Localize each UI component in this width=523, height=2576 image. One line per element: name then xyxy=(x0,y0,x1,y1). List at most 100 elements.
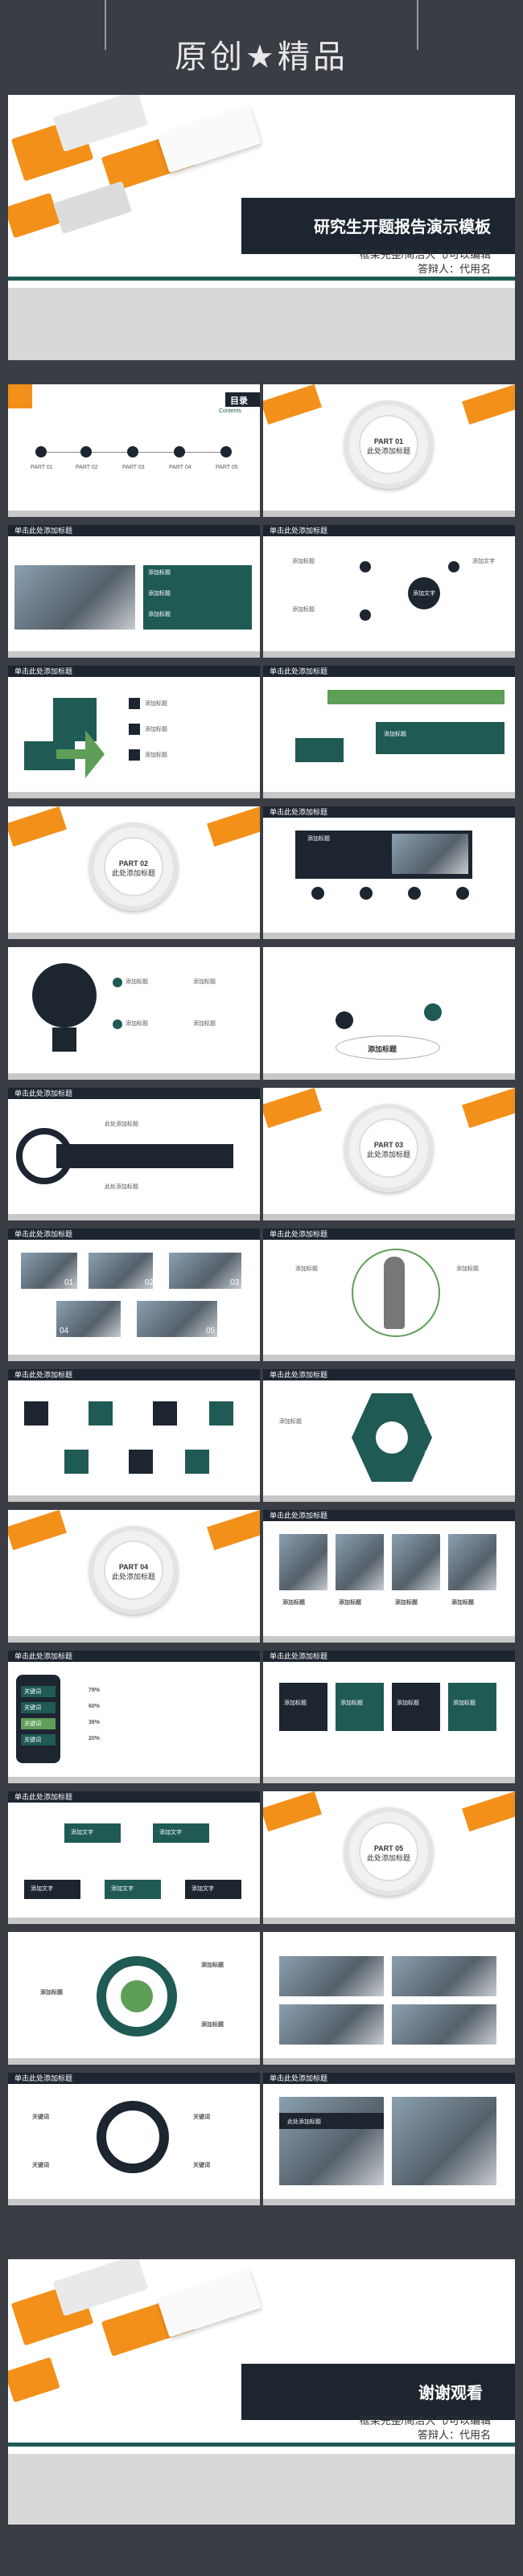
card-photo xyxy=(336,1534,384,1590)
slide-footer xyxy=(263,2058,515,2065)
phone-item-label: 关键词 xyxy=(24,1689,41,1695)
slide-pillars[interactable]: 单击此处添加标题 添加标题 添加标题 添加标题 添加标题 xyxy=(263,1651,515,1783)
target-caption: 此处添加标题 xyxy=(105,1184,138,1190)
phone-item xyxy=(21,1702,56,1713)
node-label: 添加标题 xyxy=(292,559,315,564)
icon-circle xyxy=(360,887,373,900)
grid-photo xyxy=(169,1253,241,1289)
end-grey-block xyxy=(52,2259,149,2316)
toc-part: PART 03 xyxy=(122,465,145,470)
part-subtitle: 此处添加标题 xyxy=(366,447,410,455)
slide-footer xyxy=(8,792,260,798)
list-marker xyxy=(129,724,140,735)
icon-circle xyxy=(311,887,324,900)
slide-header: 单击此处添加标题 xyxy=(263,666,515,677)
part-subtitle: 此处添加标题 xyxy=(366,1151,410,1159)
office-photo xyxy=(279,2097,384,2185)
gallery-photo xyxy=(392,1956,496,1996)
grid-photo xyxy=(89,1253,153,1289)
center-node-label: 添加文字 xyxy=(413,591,435,597)
cover-orange-block xyxy=(8,192,60,239)
slide-bulb[interactable]: 添加标题 添加标题 添加标题 添加标题 xyxy=(8,947,260,1080)
slide-toc[interactable]: 目录 Contents PART 01 PART 02 PART 03 PART… xyxy=(8,384,260,517)
person-ring xyxy=(352,1249,440,1337)
pillar xyxy=(279,1683,327,1731)
list-marker xyxy=(129,698,140,709)
part-subtitle: 此处添加标题 xyxy=(111,869,155,877)
slide-header: 单击此处添加标题 xyxy=(8,1088,260,1099)
flow-icon xyxy=(153,1401,177,1425)
org-node-label: 添加文字 xyxy=(31,1886,53,1892)
org-node-label: 添加文字 xyxy=(191,1886,214,1892)
cover-teal-line xyxy=(8,277,515,281)
end-white-block xyxy=(157,2269,262,2338)
slide-arrows[interactable]: 单击此处添加标题 添加标题 添加标题 添加标题 xyxy=(8,666,260,798)
corner-deco xyxy=(263,384,322,425)
end-subtitle-2: 答辩人：代用名 xyxy=(417,2429,491,2441)
slide-star-diagram[interactable]: 添加标题 添加标题 添加标题 xyxy=(8,1932,260,2065)
org-node-label: 添加文字 xyxy=(111,1886,134,1892)
cover-slide[interactable]: 研究生开题报告演示模板 框架完整/简洁大气/可以编辑 答辩人：代用名 xyxy=(8,95,515,360)
flow-icon xyxy=(64,1450,89,1474)
slide-icon-flow[interactable]: 单击此处添加标题 xyxy=(8,1369,260,1502)
slide-office-photos[interactable]: 单击此处添加标题 此处添加标题 xyxy=(263,2073,515,2205)
bulb-icon xyxy=(32,963,97,1028)
banner-strip xyxy=(295,738,344,762)
slide-phone[interactable]: 单击此处添加标题 关键词 关键词 关键词 关键词 78% 60% 36% 20% xyxy=(8,1651,260,1783)
slide-org-chart[interactable]: 单击此处添加标题 添加文字 添加文字 添加文字 添加文字 添加文字 xyxy=(8,1791,260,1924)
slide-footer xyxy=(263,2199,515,2205)
slide-header: 单击此处添加标题 xyxy=(263,525,515,536)
list-title: 添加标题 xyxy=(193,1021,216,1027)
cover-title-bar xyxy=(241,198,515,254)
slide-target[interactable]: 单击此处添加标题 此处添加标题 此处添加标题 xyxy=(8,1088,260,1220)
cycle-keyword: 关键词 xyxy=(32,2115,49,2120)
diagram-label: 添加标题 xyxy=(40,1990,63,1996)
slide-cycle[interactable]: 单击此处添加标题 关键词 关键词 关键词 关键词 xyxy=(8,2073,260,2205)
slide-orbit[interactable]: 添加标题 xyxy=(263,947,515,1080)
flow-icon xyxy=(89,1401,113,1425)
slide-header: 单击此处添加标题 xyxy=(8,1791,260,1803)
photo-number: 04 xyxy=(60,1327,69,1335)
toc-subtitle: Contents xyxy=(219,408,242,414)
slide-footer xyxy=(8,1495,260,1502)
slide-header: 单击此处添加标题 xyxy=(263,806,515,818)
slide-banners[interactable]: 单击此处添加标题 添加标题 xyxy=(263,666,515,798)
panel-title: 添加标题 xyxy=(148,612,171,617)
slide-mindmap[interactable]: 单击此处添加标题 添加文字 添加标题 添加标题 添加文字 xyxy=(263,525,515,658)
pillar xyxy=(448,1683,496,1731)
phone-item xyxy=(21,1718,56,1729)
slide-photo-grid[interactable]: 单击此处添加标题 01 02 03 04 05 xyxy=(8,1229,260,1361)
slide-footer xyxy=(263,792,515,798)
center-node xyxy=(408,577,440,609)
orbit-node xyxy=(424,1003,442,1021)
end-slide[interactable]: 谢谢观看 框架完整/简洁大气/可以编辑 答辩人：代用名 xyxy=(8,2259,515,2525)
person-note: 添加标题 xyxy=(456,1266,479,1272)
toc-part: PART 01 xyxy=(31,465,53,470)
percent: 60% xyxy=(89,1704,101,1709)
flow-icon xyxy=(129,1450,153,1474)
cover-grey-block xyxy=(53,181,132,234)
slide-photo-cards[interactable]: 单击此处添加标题 添加标题 添加标题 添加标题 添加标题 xyxy=(263,1510,515,1643)
corner-deco xyxy=(462,384,515,425)
list-title: 添加标题 xyxy=(126,1021,148,1027)
toc-dot xyxy=(220,446,232,457)
slide-footer xyxy=(8,651,260,658)
org-node xyxy=(105,1880,161,1899)
slide-person[interactable]: 单击此处添加标题 添加标题 添加标题 xyxy=(263,1229,515,1361)
slide-gallery[interactable] xyxy=(263,1932,515,2065)
corner-deco xyxy=(8,1510,67,1551)
flow-icon xyxy=(185,1450,209,1474)
part-subtitle: 此处添加标题 xyxy=(111,1573,155,1581)
phone-item-label: 关键词 xyxy=(24,1737,41,1743)
slide-hexagon[interactable]: 单击此处添加标题 添加标题 添加标题 添加标题 xyxy=(263,1369,515,1502)
slide-photo-text[interactable]: 单击此处添加标题 添加标题 添加标题 添加标题 xyxy=(8,525,260,658)
slide-image-icons[interactable]: 单击此处添加标题 添加标题 xyxy=(263,806,515,939)
